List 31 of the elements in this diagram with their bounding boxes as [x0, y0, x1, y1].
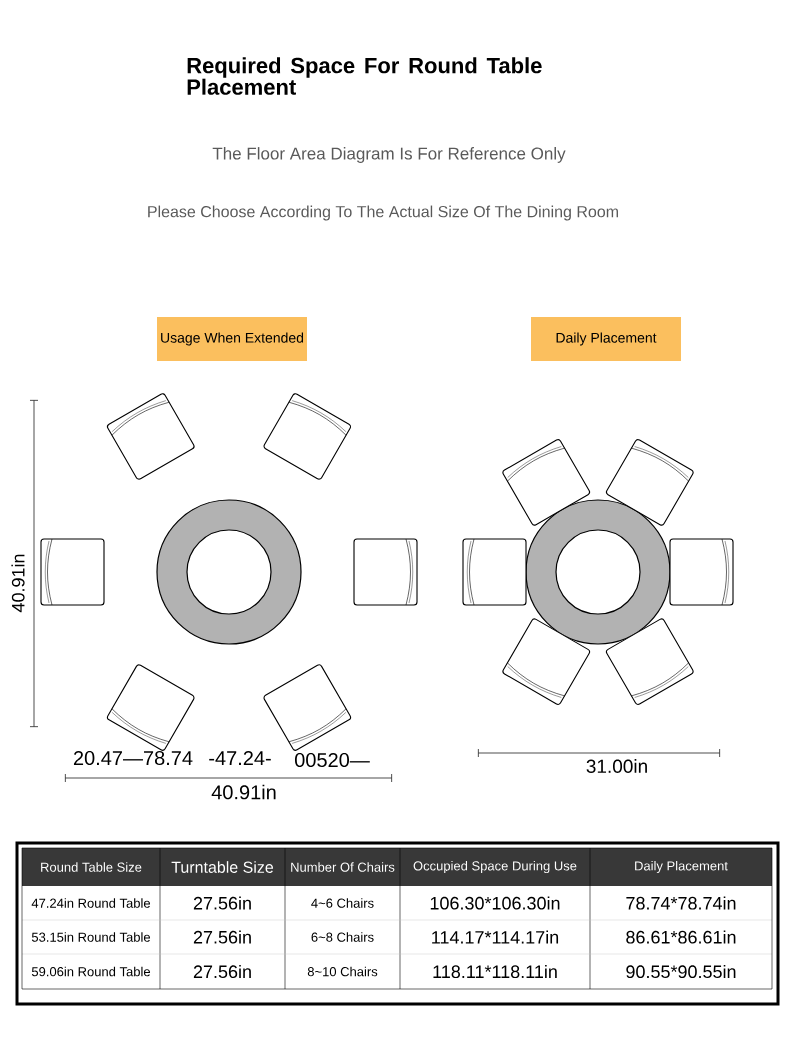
- table-header-cell: Occupied Space During Use: [413, 860, 577, 874]
- table-cell: 78.74*78.74in: [626, 896, 736, 910]
- table-cell: 27.56in: [193, 964, 251, 979]
- table-cell: 106.30*106.30in: [430, 896, 560, 910]
- table-cell: 27.56in: [193, 930, 251, 944]
- table-cell: 27.56in: [193, 896, 251, 910]
- dimension-label: 20.47—78.74: [73, 750, 193, 766]
- table-header-cell: Round Table Size: [41, 862, 142, 872]
- table-cell: 118.11*118.11in: [433, 964, 557, 979]
- dimension-label: 40.91in: [211, 784, 276, 800]
- table-cell: 53.15in Round Table: [31, 932, 151, 942]
- table-cell: 4~6 Chairs: [311, 898, 374, 908]
- subtitle: The Floor Area Diagram Is For Reference Only: [212, 147, 566, 163]
- table-cell: 59.06in Round Table: [31, 966, 151, 977]
- table-cell: 47.24in Round Table: [31, 898, 151, 908]
- dimension-label: -47.24-: [209, 751, 271, 765]
- subtitle: Please Choose According To The Actual Size Of The Dining Room: [148, 205, 618, 221]
- dimension-label: 31.00in: [586, 759, 647, 773]
- table-cell: 114.17*114.17in: [432, 930, 559, 944]
- dimension-label: 00520—: [295, 752, 370, 768]
- title: Required Space For Round Table Placement: [187, 57, 542, 95]
- label-box: Usage When Extended: [157, 317, 307, 361]
- dimension-label: 40.91in: [11, 554, 25, 613]
- table-cell: 8~10 Chairs: [307, 966, 378, 977]
- table-header-cell: Turntable Size: [171, 861, 274, 873]
- table-header-cell: Number Of Chairs: [291, 862, 395, 872]
- table-cell: 86.61*86.61in: [626, 930, 736, 944]
- table-header-cell: Daily Placement: [635, 860, 728, 874]
- table-cell: 6~8 Chairs: [311, 932, 374, 942]
- label-box: Daily Placement: [531, 317, 681, 361]
- table-cell: 90.55*90.55in: [626, 964, 736, 979]
